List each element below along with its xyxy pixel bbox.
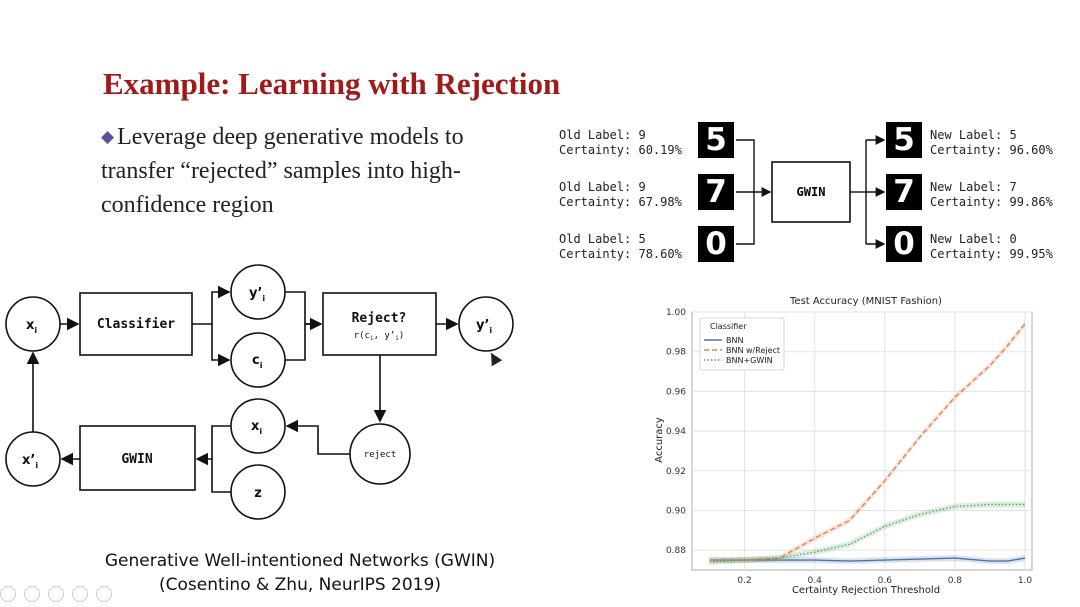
label-reject-node: reject [364, 450, 397, 460]
next-slide-icon[interactable] [24, 586, 40, 602]
bullet-item: ◆Leverage deep generative models to tran… [101, 120, 521, 222]
series-line-bnn [709, 557, 1026, 562]
x-tick-label: 0.4 [808, 576, 823, 586]
label-y-prime-out: y’i [476, 318, 492, 335]
y-tick-label: 0.92 [666, 467, 686, 477]
gwin-box [79, 425, 196, 491]
new-digit-image-3: 0 [886, 226, 922, 262]
zoom-icon[interactable] [96, 586, 112, 602]
new-digit-image-1: 5 [886, 122, 922, 158]
label-y-prime: y’i [249, 286, 265, 303]
slides-icon[interactable] [72, 586, 88, 602]
diamond-bullet-icon: ◆ [101, 127, 115, 146]
new-digit-image-2: 7 [886, 174, 922, 210]
old-digit-image-1: 5 [698, 122, 734, 158]
y-tick-label: 0.94 [666, 427, 686, 437]
label-classifier: Classifier [97, 317, 175, 332]
chart-ylabel: Accuracy [654, 417, 665, 463]
label-x-i-lower: xi [251, 419, 262, 436]
gwin-transform-arrows: GWIN [736, 135, 886, 249]
legend-entry: BNN w/Reject [726, 346, 780, 355]
series-band [709, 555, 1025, 565]
gwin-box-label: GWIN [797, 185, 826, 199]
old-digit-image-2: 7 [698, 174, 734, 210]
slide-title: Example: Learning with Rejection [103, 66, 561, 101]
citation-line-2: (Cosentino & Zhu, NeurIPS 2019) [159, 575, 441, 595]
legend-entry: BNN+GWIN [726, 356, 773, 365]
x-tick-label: 0.8 [948, 576, 963, 586]
prev-slide-icon[interactable] [0, 586, 16, 602]
x-tick-label: 0.2 [737, 576, 751, 586]
accuracy-chart: Test Accuracy (MNIST Fashion) Certainty … [654, 296, 1033, 596]
bullet-text: Leverage deep generative models to trans… [101, 124, 464, 218]
series-band [709, 501, 1025, 566]
old-digit-image-3: 0 [698, 226, 734, 262]
rejection-flow-diagram: xi Classifier y’i ci Reject? r(ci, y’i) … [5, 264, 514, 520]
label-gwin: GWIN [121, 452, 152, 467]
label-c-i: ci [252, 353, 263, 370]
series-line-bnn-gwin [709, 503, 1025, 563]
y-tick-label: 0.88 [666, 546, 686, 556]
series-line-bnn-w-reject [709, 323, 1026, 561]
y-tick-label: 0.98 [666, 348, 686, 358]
chart-xlabel: Certainty Rejection Threshold [792, 585, 940, 596]
presentation-toolbar[interactable] [0, 586, 160, 602]
y-tick-label: 1.00 [666, 308, 686, 318]
citation-line-1: Generative Well-intentioned Networks (GW… [104, 551, 496, 571]
x-tick-label: 0.6 [878, 576, 893, 586]
label-z: z [254, 486, 262, 501]
legend-entry: BNN [726, 336, 743, 345]
x-tick-label: 1.0 [1018, 576, 1033, 586]
legend-box [699, 317, 785, 371]
legend-title: Classifier [710, 322, 747, 331]
label-reject-q: Reject? [352, 311, 407, 326]
y-tick-label: 0.96 [666, 387, 686, 397]
pen-icon[interactable] [48, 586, 64, 602]
label-reject-fn: r(ci, y’i) [354, 331, 405, 342]
y-tick-label: 0.90 [666, 506, 686, 516]
node-y-prime-out [458, 296, 514, 352]
chart-title: Test Accuracy (MNIST Fashion) [789, 296, 942, 307]
label-x-i: xi [26, 318, 37, 335]
label-x-prime-i: x’i [22, 453, 38, 470]
